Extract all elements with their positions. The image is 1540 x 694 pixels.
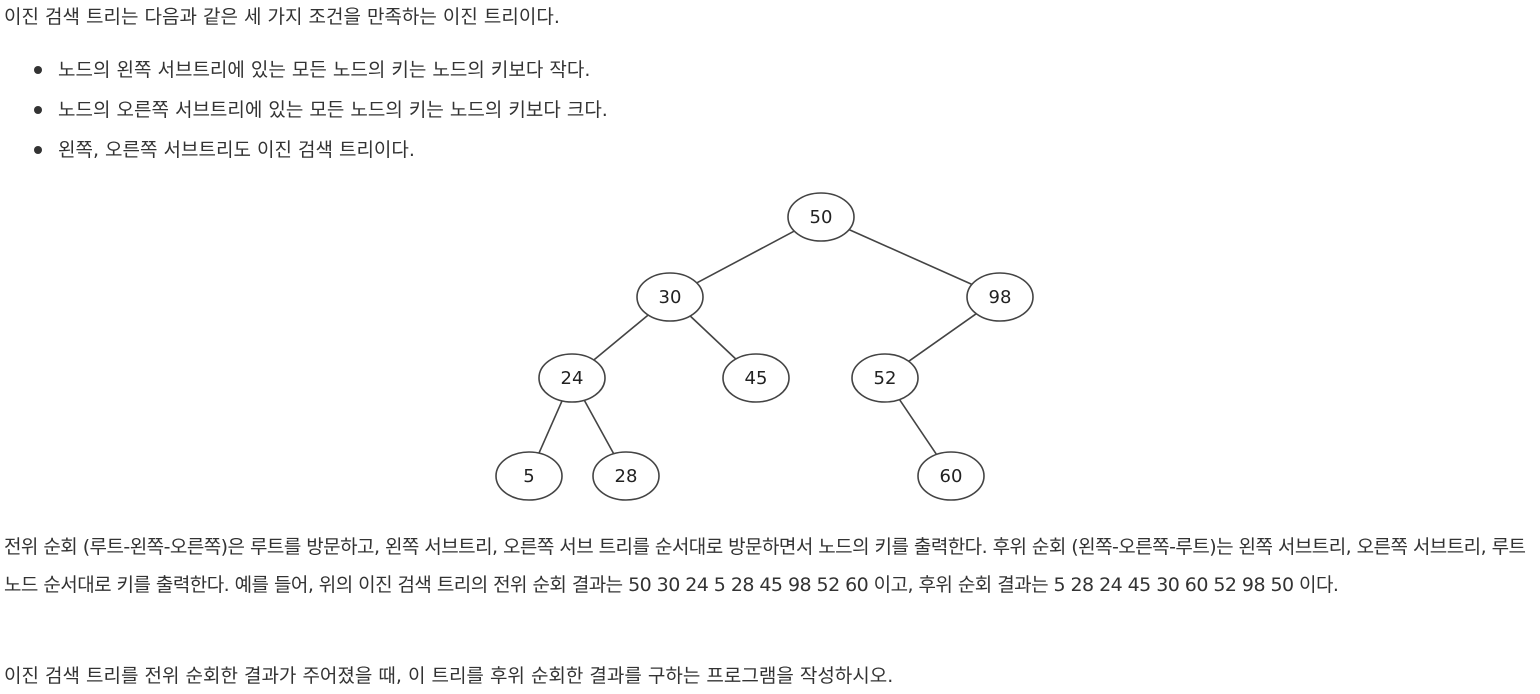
condition-item: 왼쪽, 오른쪽 서브트리도 이진 검색 트리이다. <box>34 137 608 177</box>
tree-edge-98-52 <box>908 313 977 362</box>
tree-node-key: 60 <box>940 466 963 487</box>
tree-node-key: 24 <box>561 368 584 389</box>
condition-text: 노드의 오른쪽 서브트리에 있는 모든 노드의 키는 노드의 키보다 크다. <box>58 99 608 121</box>
tree-node-circle <box>966 272 1034 322</box>
traversal-explanation: 전위 순회 (루트-왼쪽-오른쪽)은 루트를 방문하고, 왼쪽 서브트리, 오른… <box>4 536 1526 596</box>
tree-node-30: 30 <box>636 272 704 322</box>
tree-node-24: 24 <box>538 353 606 403</box>
tree-node-52: 52 <box>851 353 919 403</box>
tree-node-circle <box>917 451 985 501</box>
condition-text: 노드의 왼쪽 서브트리에 있는 모든 노드의 키는 노드의 키보다 작다. <box>58 59 591 81</box>
tree-node-circle <box>722 353 790 403</box>
condition-item: 노드의 오른쪽 서브트리에 있는 모든 노드의 키는 노드의 키보다 크다. <box>34 97 608 137</box>
tree-node-28: 28 <box>592 451 660 501</box>
condition-list: 노드의 왼쪽 서브트리에 있는 모든 노드의 키는 노드의 키보다 작다. 노드… <box>34 57 608 177</box>
tree-edge-50-30 <box>696 230 795 284</box>
tree-node-key: 28 <box>615 466 638 487</box>
tree-edge-30-24 <box>593 314 649 361</box>
tree-edge-24-5 <box>538 400 563 454</box>
tree-node-circle <box>495 451 563 501</box>
tree-node-50: 50 <box>787 192 855 242</box>
tree-node-key: 50 <box>810 207 833 228</box>
tree-node-5: 5 <box>495 451 563 501</box>
tree-edge-30-45 <box>689 315 737 360</box>
tree-node-circle <box>787 192 855 242</box>
tree-node-60: 60 <box>917 451 985 501</box>
tree-node-98: 98 <box>966 272 1034 322</box>
bullet-icon <box>34 146 42 154</box>
tree-node-key: 5 <box>523 466 534 487</box>
condition-text: 왼쪽, 오른쪽 서브트리도 이진 검색 트리이다. <box>58 139 415 161</box>
tree-node-circle <box>636 272 704 322</box>
tree-edge-50-98 <box>848 228 973 286</box>
intro-paragraph: 이진 검색 트리는 다음과 같은 세 가지 조건을 만족하는 이진 트리이다. <box>4 6 560 28</box>
tree-node-circle <box>592 451 660 501</box>
tree-node-key: 30 <box>659 287 682 308</box>
tree-node-key: 45 <box>745 368 768 389</box>
bullet-icon <box>34 106 42 114</box>
tree-nodes: 50 30 98 24 45 52 5 28 60 <box>495 192 1034 501</box>
bullet-icon <box>34 66 42 74</box>
condition-item: 노드의 왼쪽 서브트리에 있는 모든 노드의 키는 노드의 키보다 작다. <box>34 57 608 97</box>
tree-node-key: 52 <box>874 368 897 389</box>
tree-node-circle <box>851 353 919 403</box>
tree-edges <box>538 228 977 455</box>
task-statement: 이진 검색 트리를 전위 순회한 결과가 주어졌을 때, 이 트리를 후위 순회… <box>4 665 894 687</box>
tree-node-circle <box>538 353 606 403</box>
tree-edge-24-28 <box>583 399 615 455</box>
tree-edge-52-60 <box>898 399 938 455</box>
tree-node-key: 98 <box>989 287 1012 308</box>
tree-node-45: 45 <box>722 353 790 403</box>
